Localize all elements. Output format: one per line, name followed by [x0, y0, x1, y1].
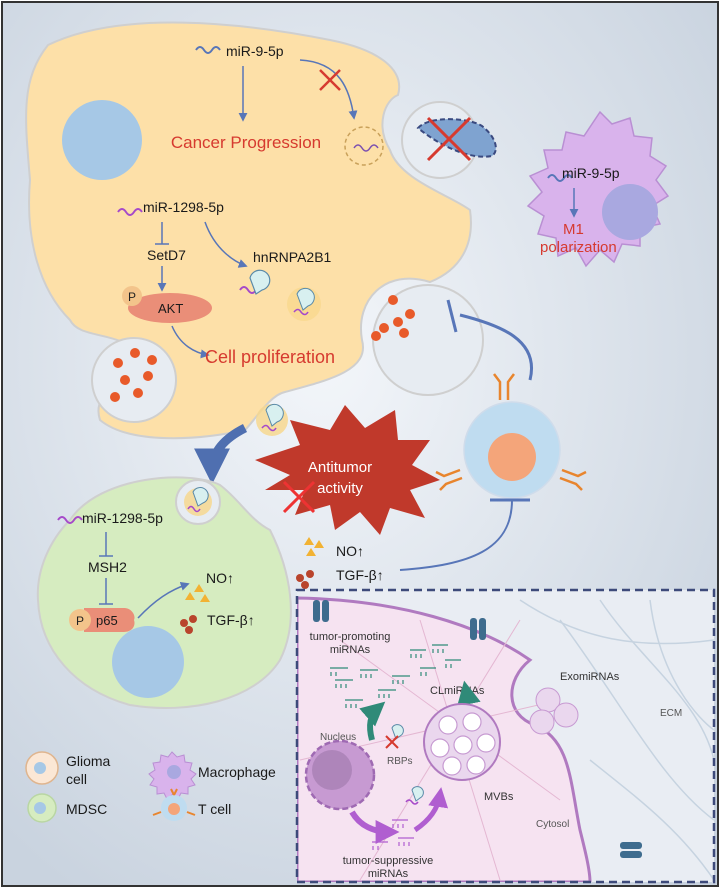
akt-label: AKT	[158, 301, 183, 316]
glioma-mir95p-label: miR-9-5p	[226, 43, 284, 59]
macrophage-mir95p-label: miR-9-5p	[562, 165, 620, 181]
legend-macrophage-label: Macrophage	[198, 764, 276, 780]
setd7-label: SetD7	[147, 247, 186, 263]
secreted-factor-dots	[110, 295, 415, 402]
membrane-channel-icons	[313, 600, 642, 858]
legend-mdsc-label: MDSC	[66, 801, 107, 817]
t-cell	[399, 299, 587, 571]
tcell-inhibit-arc	[459, 313, 533, 381]
ecm-label: ECM	[660, 708, 682, 719]
glioma-nucleus	[62, 100, 142, 180]
clmirna-icons	[410, 644, 461, 676]
tumor-promoting-label-1: tumor-promoting	[310, 631, 391, 643]
dashed-exosome	[344, 126, 384, 166]
tumor-suppressive-label-1: tumor-suppressive	[343, 855, 433, 867]
mvbs-label: MVBs	[484, 791, 514, 803]
exomirna-vesicles	[529, 687, 579, 735]
legend-glioma-label-1: Glioma	[66, 753, 111, 769]
tcell-nucleus	[488, 433, 536, 481]
nucleus-label: Nucleus	[320, 732, 356, 743]
cell-proliferation-label: Cell proliferation	[205, 347, 335, 367]
legend-glioma-icon	[25, 751, 59, 785]
p65-protein	[84, 608, 135, 632]
loaded-exosome-icon	[287, 287, 321, 321]
block-x-icon	[319, 69, 341, 91]
mvb-vesicles	[430, 712, 496, 776]
macrophage-nucleus	[602, 184, 658, 240]
akt-protein	[128, 293, 212, 323]
tcell-tgf-label: TGF-β↑	[336, 567, 384, 583]
inset-panel: Nucleus tumor-promoting miRNAs CLmiRNAs	[295, 588, 716, 884]
legend-tcell-icon	[152, 788, 196, 821]
phosphate-icon	[122, 286, 142, 306]
mdsc-no-label: NO↑	[206, 570, 234, 586]
ecm-fibers	[519, 599, 714, 881]
mdsc-exosome-icon	[184, 487, 212, 516]
tcell-inhibit-bar	[446, 299, 458, 333]
mirna-strand-icon	[195, 46, 221, 54]
m1-label: M1	[563, 221, 584, 238]
arrow-to-secretion	[137, 582, 190, 619]
rbp-mirna-complex-icon	[405, 786, 424, 805]
export-arrow	[359, 701, 386, 741]
tumor-suppressive-mirna-icons	[372, 819, 414, 850]
legend-macrophage-icon	[148, 751, 197, 800]
legend-mdsc-icon	[27, 793, 57, 823]
tcell-secretion-icons	[296, 537, 324, 589]
cytosol-label: Cytosol	[536, 819, 569, 830]
hnrnpa2b1-label: hnRNPA2B1	[253, 249, 332, 265]
mdsc-cell: miR-1298-5p MSH2 P p65 NO↑ TGF-β↑	[36, 476, 292, 709]
exomirnas-label: ExomiRNAs	[560, 671, 620, 683]
hnrnpa2b1-mirna-complex-icon	[239, 269, 271, 295]
mirna-strand-icon	[117, 208, 143, 216]
arrow-to-cell-proliferation	[171, 325, 210, 359]
polarization-label: polarization	[540, 239, 617, 256]
p65-phosphate-label: P	[76, 614, 84, 628]
mirna-strand-icon	[353, 144, 379, 152]
mdsc-secretion-icons	[180, 584, 210, 634]
tumor-suppressive-label-2: miRNAs	[368, 868, 409, 880]
mdsc-tgf-label: TGF-β↑	[207, 612, 255, 628]
p65-label: p65	[96, 613, 118, 628]
arrow-to-hnrnpa2b1	[204, 221, 248, 268]
macrophage-cell: miR-9-5p M1 polarization	[526, 110, 670, 268]
transfer-exosome-icon	[256, 403, 288, 436]
rbp-icon	[385, 724, 404, 749]
cancer-progression-label: Cancer Progression	[171, 133, 321, 152]
antitumor-line2: activity	[317, 480, 363, 497]
phosphate-icon	[69, 609, 91, 631]
tumor-promoting-label-2: miRNAs	[330, 644, 371, 656]
legend-glioma-label-2: cell	[66, 771, 87, 787]
transfer-arrow	[194, 423, 248, 485]
rbps-label: RBPs	[387, 756, 413, 767]
arrow-to-exosome	[299, 59, 358, 120]
mvb-loading-arrow	[413, 787, 449, 833]
antitumor-burst: Antitumor activity	[255, 405, 440, 535]
suppressive-export-arrow	[349, 810, 400, 844]
mirna-strand-icon	[547, 174, 573, 182]
mirna-strand-icon	[57, 516, 83, 524]
legend: Glioma cell MDSC Macrophage T cell	[25, 751, 276, 823]
tcell-no-label: NO↑	[336, 543, 364, 559]
tcell-feedback-line	[399, 499, 513, 571]
mdsc-mir1298-label: miR-1298-5p	[82, 510, 163, 526]
block-x-icon	[282, 480, 316, 514]
legend-tcell-label: T cell	[198, 801, 231, 817]
blocked-exosome-icon	[416, 116, 497, 162]
tumor-promoting-mirna-icons	[330, 667, 410, 708]
antitumor-line1: Antitumor	[308, 459, 372, 476]
mdsc-nucleus	[112, 626, 184, 698]
glioma-mir1298-label: miR-1298-5p	[143, 199, 224, 215]
inset-dashed-border	[295, 588, 716, 884]
msh2-label: MSH2	[88, 559, 127, 575]
clmirnas-label: CLmiRNAs	[430, 685, 485, 697]
akt-phosphate-label: P	[128, 290, 136, 304]
tcell-receptor-icons	[435, 373, 587, 491]
